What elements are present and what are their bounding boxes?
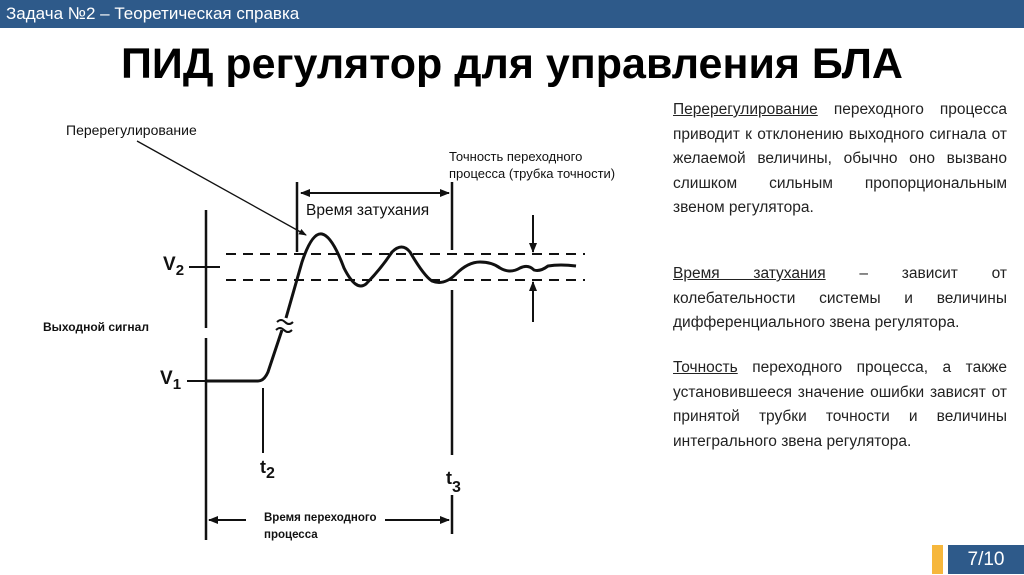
y-axis-label: Выходной сигнал	[43, 320, 149, 334]
footer-accent-bar	[932, 545, 943, 574]
description-settling: Время затухания – зависит от колебательн…	[673, 262, 1007, 336]
page-indicator: 7/10	[948, 545, 1024, 574]
v2-letter: V	[163, 254, 176, 275]
response-curve	[284, 232, 577, 319]
accuracy-label-line2: процесса (трубка точности)	[449, 166, 616, 181]
v2-label: V2	[163, 254, 185, 279]
term-accuracy: Точность	[673, 359, 738, 376]
overshoot-label: Перерегулирование	[66, 122, 197, 138]
t3-label: t3	[446, 468, 461, 496]
section-title: Задача №2 – Теоретическая справка	[6, 4, 300, 23]
accuracy-label-line1: Точность переходного	[449, 149, 583, 164]
header-bar: Задача №2 – Теоретическая справка	[0, 0, 1024, 28]
v1-subscript: 1	[172, 376, 182, 393]
t2-subscript: 2	[266, 465, 275, 482]
transient-time-label-line2: процесса	[264, 529, 318, 541]
v2-subscript: 2	[175, 262, 185, 279]
t3-letter: t	[446, 468, 452, 488]
text-overshoot: переходного процесса приводит к отклонен…	[673, 101, 1007, 216]
text-settling: – зависит от колебательности системы и в…	[673, 265, 1008, 331]
description-accuracy: Точность переходного процесса, а также у…	[673, 356, 1007, 454]
t2-letter: t	[260, 457, 266, 477]
slide-title: ПИД регулятор для управления БЛА	[121, 40, 903, 88]
v1-label: V1	[160, 368, 182, 393]
term-settling: Время затухания	[673, 265, 826, 282]
description-overshoot: Перерегулирование переходного процесса п…	[673, 98, 1007, 221]
v1-letter: V	[160, 368, 173, 389]
text-accuracy: переходного процесса, а также установивш…	[673, 359, 1007, 450]
t2-label: t2	[260, 457, 275, 482]
transient-time-label-line1: Время переходного	[264, 512, 377, 524]
term-overshoot: Перерегулирование	[673, 101, 818, 118]
settling-time-label: Время затухания	[306, 202, 430, 219]
t3-subscript: 3	[452, 479, 461, 496]
